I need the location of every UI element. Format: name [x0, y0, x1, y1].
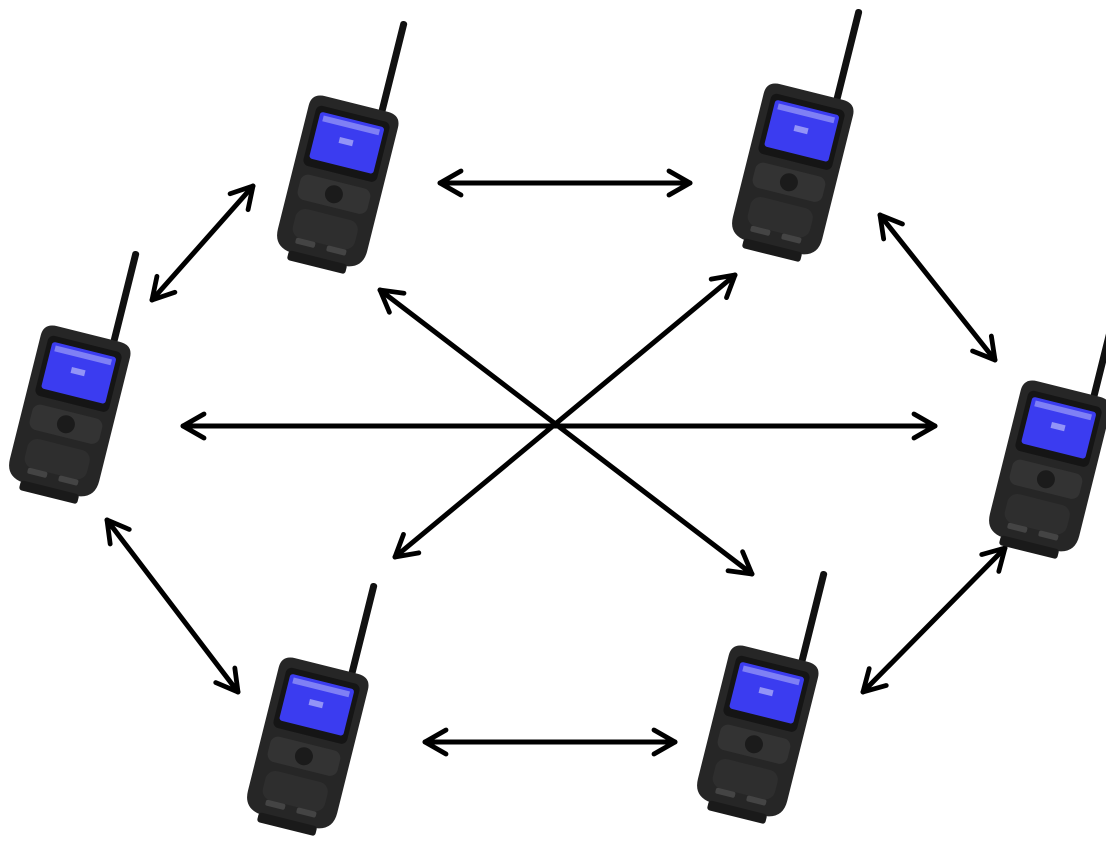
link-layer [104, 168, 1008, 757]
link-arrow-mid-left-bottom-left [104, 517, 241, 695]
link-arrow-top-right-bottom-left [392, 272, 738, 560]
radio-icon-bottom-left [247, 582, 378, 842]
radio-icon-bottom-right [697, 570, 828, 830]
radio-icon-top-left [277, 20, 408, 280]
link-arrow-mid-right-bottom-right [860, 545, 1008, 695]
link-arrow-top-left-mid-left [149, 183, 256, 303]
radio-icon-mid-right [989, 305, 1106, 565]
link-arrow-top-right-mid-right [877, 212, 998, 363]
radio-icon-top-right [732, 8, 863, 268]
mesh-network-diagram [9, 8, 1106, 836]
link-arrow-top-left-bottom-right [377, 287, 755, 577]
radio-icon-mid-left [9, 250, 140, 510]
